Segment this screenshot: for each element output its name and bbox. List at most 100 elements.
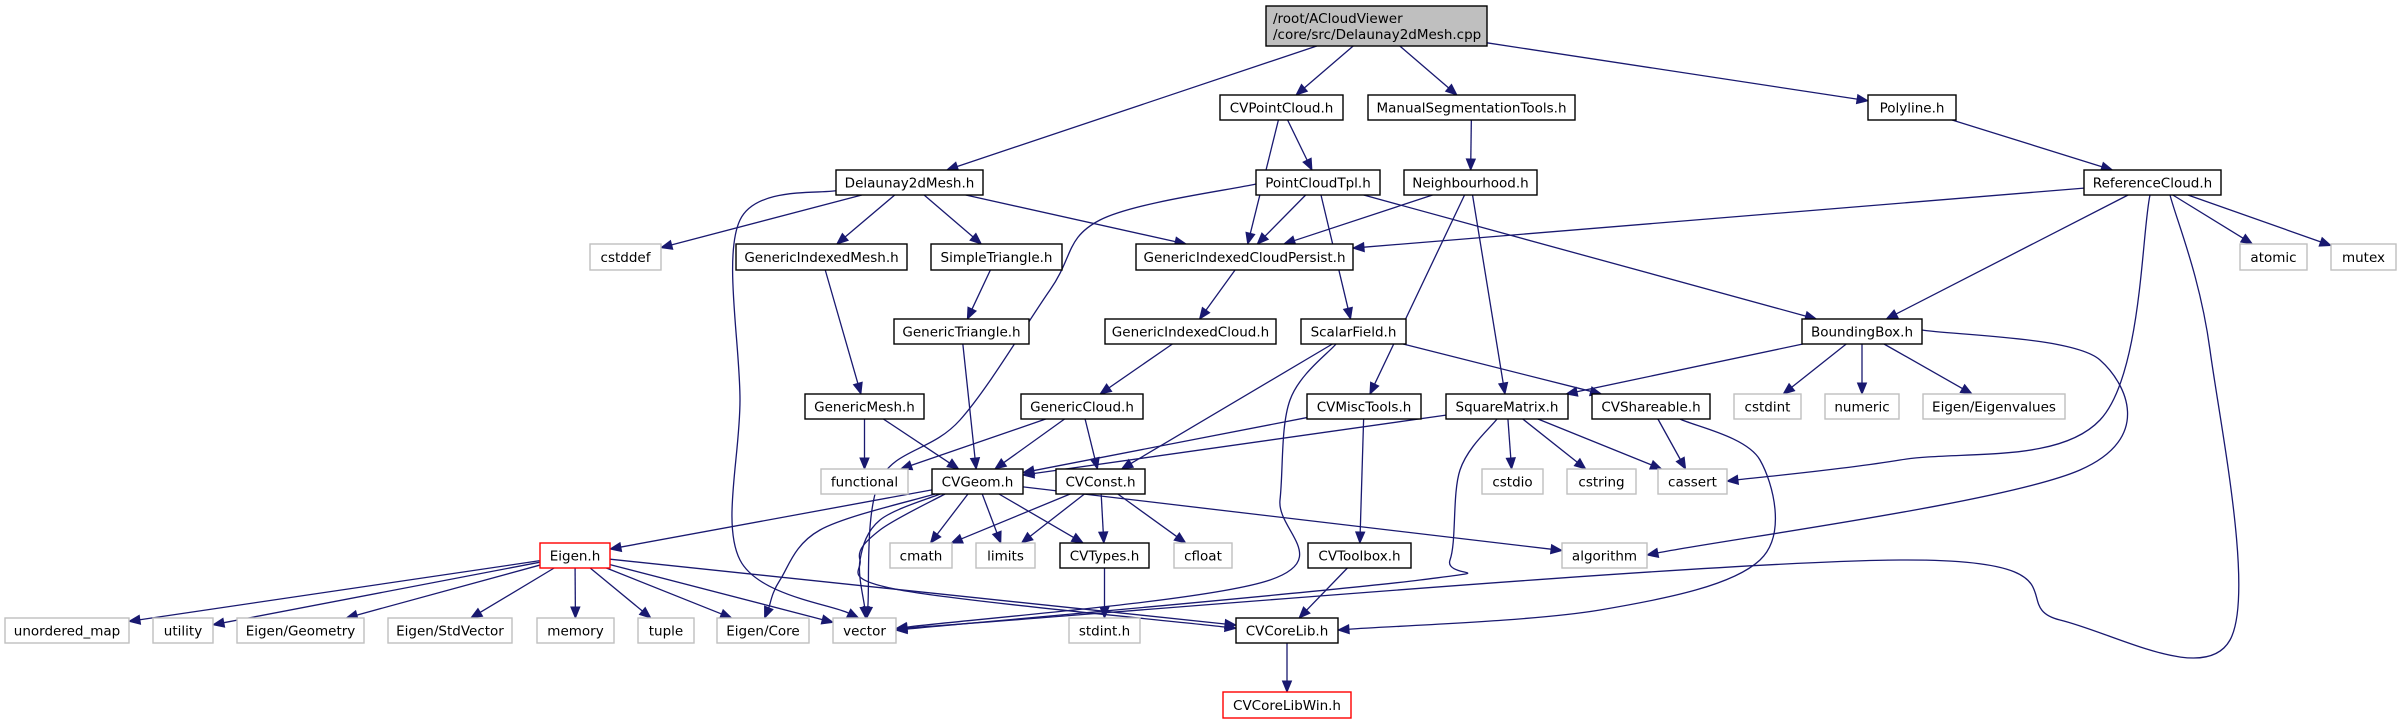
edge-line (971, 269, 991, 310)
root-node-root-acloudviewer-core-src-delaunay2dmesh-cpp: /root/ACloudViewer/core/src/Delaunay2dMe… (1265, 5, 1488, 47)
node-genericcloud-h[interactable]: GenericCloud.h (1020, 393, 1144, 420)
edge-neighbourhood-to-genericindexedcloudpersist (1282, 194, 1433, 246)
arrowhead-icon (1298, 606, 1311, 619)
arrowhead-icon (211, 617, 226, 628)
node-referencecloud-h[interactable]: ReferenceCloud.h (2083, 169, 2222, 196)
arrowhead-icon (950, 533, 964, 544)
edge-line (1657, 418, 1681, 460)
node-genericindexedcloudpersist-h[interactable]: GenericIndexedCloudPersist.h (1135, 243, 1354, 271)
edge-cvmisctools-to-cvtoolbox (1354, 418, 1366, 545)
edge-referencecloud-to-atomic (2172, 194, 2254, 245)
node-box (1059, 542, 1150, 569)
edge-eigen-to-memory (570, 567, 581, 620)
node-genericindexedmesh-h[interactable]: GenericIndexedMesh.h (735, 243, 908, 271)
node-simpletriangle-h[interactable]: SimpleTriangle.h (930, 243, 1063, 271)
node-delaunay2dmesh-h[interactable]: Delaunay2dMesh.h (835, 169, 984, 196)
node-genericindexedcloud-h[interactable]: GenericIndexedCloud.h (1104, 318, 1277, 345)
node-squarematrix-h[interactable]: SquareMatrix.h (1445, 393, 1569, 420)
edge-boundingbox-to-cstdint (1782, 343, 1847, 395)
node-cvtypes-h[interactable]: CVTypes.h (1059, 542, 1150, 569)
arrowhead-icon (1959, 383, 1974, 395)
node-cvpointcloud-h[interactable]: CVPointCloud.h (1219, 94, 1344, 121)
node-box (2083, 169, 2222, 196)
edge-root-to-manualsegmentationtools (1399, 45, 1458, 96)
edge-line (731, 189, 849, 614)
node-numeric: numeric (1824, 393, 1900, 420)
arrowhead-icon (764, 605, 774, 620)
node-label: Eigen/Eigenvalues (1932, 400, 2056, 416)
node-cvtoolbox-h[interactable]: CVToolbox.h (1307, 542, 1412, 569)
arrowhead-icon (852, 381, 863, 396)
edges-layer (127, 42, 2333, 694)
edge-root-to-cvpointcloud (1295, 45, 1354, 96)
node-eigen-h[interactable]: Eigen.h (539, 542, 611, 569)
edge-line (609, 558, 1226, 625)
arrowhead-icon (2318, 236, 2333, 247)
node-cvgeom-h[interactable]: CVGeom.h (931, 468, 1024, 495)
node-eigen-eigenvalues: Eigen/Eigenvalues (1922, 393, 2066, 420)
node-cvconst-h[interactable]: CVConst.h (1055, 468, 1146, 495)
node-label: cstdio (1492, 475, 1532, 491)
edge-line (1100, 493, 1104, 533)
node-memory: memory (536, 617, 615, 644)
edge-line (981, 493, 998, 533)
node-box (2239, 243, 2308, 271)
node-box (2330, 243, 2397, 271)
node-generictriangle-h[interactable]: GenericTriangle.h (893, 318, 1030, 345)
edge-line (824, 269, 859, 384)
edge-boundingbox-to-squarematrix (1564, 343, 1803, 397)
edge-line (998, 493, 1074, 539)
node-box (1020, 393, 1144, 420)
arrowhead-icon (127, 614, 142, 625)
node-pointcloudtpl-h[interactable]: PointCloudTpl.h (1255, 169, 1381, 196)
edge-line (1033, 414, 1447, 475)
node-polyline-h[interactable]: Polyline.h (1867, 94, 1957, 121)
node-label: CVCoreLibWin.h (1233, 698, 1341, 714)
node-cvshareable-h[interactable]: CVShareable.h (1591, 393, 1711, 420)
edge-genericindexedmesh-to-genericmesh (824, 269, 863, 396)
edge-line (606, 567, 722, 615)
edge-cvpointcloud-to-pointcloudtpl (1286, 119, 1313, 172)
node-box (1591, 393, 1711, 420)
edge-line (1522, 418, 1578, 463)
edge-line (1471, 194, 1504, 384)
edge-line (1399, 45, 1450, 89)
node-neighbourhood-h[interactable]: Neighbourhood.h (1403, 169, 1538, 196)
edge-line (1205, 269, 1236, 311)
arrowhead-icon (845, 608, 860, 619)
node-box (835, 169, 984, 196)
node-genericmesh-h[interactable]: GenericMesh.h (804, 393, 925, 420)
node-mutex: mutex (2330, 243, 2397, 271)
edge-line (962, 343, 976, 459)
edge-referencecloud-to-genericindexedcloudpersist (1351, 187, 2085, 253)
arrowhead-icon (820, 614, 835, 625)
node-label: cstring (1578, 475, 1624, 491)
edge-referencecloud-to-cassert (1725, 194, 2151, 485)
edge-line (1951, 119, 2103, 168)
node-manualsegmentationtools-h[interactable]: ManualSegmentationTools.h (1367, 94, 1576, 121)
node-cvmisctools-h[interactable]: CVMiscTools.h (1306, 393, 1422, 420)
arrowhead-icon (1256, 232, 1270, 245)
nodes-layer: /root/ACloudViewer/core/src/Delaunay2dMe… (4, 5, 2397, 719)
edge-line (1303, 45, 1354, 89)
node-cvcorelibwin-h[interactable]: CVCoreLibWin.h (1222, 691, 1352, 719)
edge-cvshareable-to-cvcorelib (1336, 418, 1776, 635)
node-boundingbox-h[interactable]: BoundingBox.h (1801, 318, 1923, 345)
node-label: ScalarField.h (1311, 325, 1397, 341)
node-cvcorelib-h[interactable]: CVCoreLib.h (1235, 617, 1339, 644)
arrowhead-icon (1120, 458, 1135, 470)
arrowhead-icon (1070, 532, 1085, 544)
edge-line (1657, 329, 2129, 554)
arrowhead-icon (1782, 382, 1796, 395)
arrowhead-icon (719, 608, 733, 619)
node-cstdint: cstdint (1733, 393, 1802, 420)
edge-eigen-to-vector (609, 563, 835, 625)
edge-line (1286, 119, 1308, 161)
arrowhead-icon (638, 606, 652, 619)
edge-line (479, 567, 555, 613)
node-scalarfield-h[interactable]: ScalarField.h (1300, 318, 1407, 345)
arrowhead-icon (570, 606, 581, 620)
node-box (1173, 542, 1233, 569)
edge-line (609, 563, 823, 621)
node-algorithm: algorithm (1561, 542, 1648, 569)
